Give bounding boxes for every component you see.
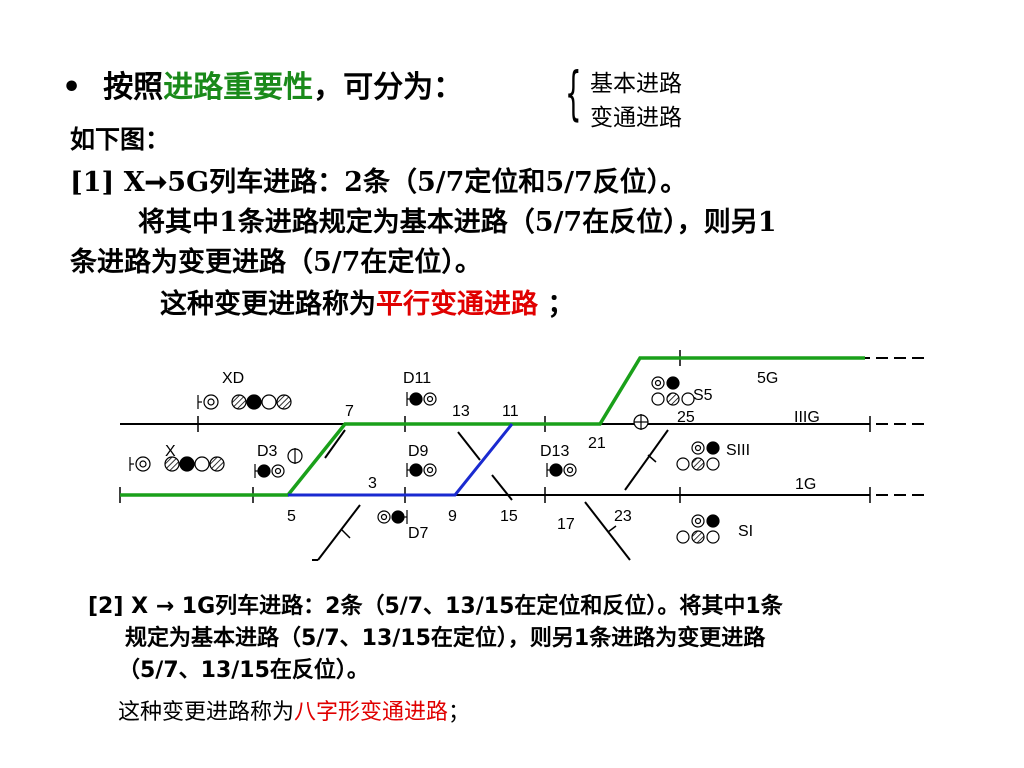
signal-d3-icon (254, 448, 303, 478)
para1-line4: 这种变更进路称为平行变通进路 ； (160, 282, 574, 321)
label-signal-xd: XD (222, 370, 244, 387)
signal-siii-icon (676, 441, 720, 471)
label-switch-7: 7 (345, 403, 354, 420)
para1-line3: 条进路为变更进路（5/7在定位）。 (70, 247, 482, 278)
label-switch-11: 11 (502, 403, 519, 420)
heading-line: • 按照进路重要性，可分为： (62, 62, 463, 106)
label-switch-9: 9 (448, 508, 457, 525)
para2-line2: 规定为基本进路（5/7、13/15在定位），则另1条进路为变更进路 (125, 626, 766, 651)
label-signal-siii: SIII (726, 442, 750, 459)
label-switch-5: 5 (287, 508, 296, 525)
label-switch-13: 13 (452, 403, 470, 420)
option-basic-route: 基本进路 (590, 71, 682, 97)
para1-line4-prefix: 这种变更进路称为 (160, 289, 376, 320)
para1-line4-suffix: ； (538, 289, 575, 320)
label-switch-17: 17 (557, 516, 575, 533)
label-switch-3: 3 (368, 475, 377, 492)
label-signal-d3: D3 (257, 443, 278, 460)
label-signal-x: X (165, 443, 176, 460)
para1-line1: [1] X➞5G列车进路：2条（5/7定位和5/7反位）。 (70, 167, 688, 198)
heading-keyword: 进路重要性 (163, 70, 314, 105)
para1-line4-keyword: 平行变通进路 (376, 289, 538, 320)
signal-si-icon (676, 514, 720, 544)
para1-intro: 如下图： (70, 125, 171, 154)
label-signal-s5: S5 (693, 387, 713, 404)
para2-line4-prefix: 这种变更进路称为 (118, 700, 295, 725)
label-signal-si: SI (738, 523, 753, 540)
para2-line4-suffix: ； (448, 700, 471, 725)
para2-line4: 这种变更进路称为八字形变通进路； (118, 694, 470, 726)
para2-line3: （5/7、13/15在反位）。 (118, 658, 369, 683)
signal-d7-icon (377, 510, 408, 524)
signal-s5-icon (633, 376, 695, 430)
para1-line2: 将其中1条进路规定为基本进路（5/7在反位），则另1 (138, 207, 777, 238)
label-signal-d9: D9 (408, 443, 429, 460)
para2-line1: [2] X → 1G列车进路：2条（5/7、13/15在定位和反位）。将其中1条 (88, 594, 783, 619)
label-track-iiig: IIIG (794, 409, 820, 426)
label-switch-15: 15 (500, 508, 518, 525)
blue-route-line (288, 423, 514, 497)
label-track-5g: 5G (757, 370, 778, 387)
label-signal-d7: D7 (408, 525, 429, 542)
label-signal-d11: D11 (403, 370, 431, 387)
para2-line4-keyword: 八字形变通进路 (294, 700, 449, 725)
track-diagram: XD X D3 D11 D9 D7 D13 S5 SIII SI 5G IIIG… (119, 350, 930, 561)
option-alternate-route: 变通进路 (590, 105, 682, 131)
label-signal-d13: D13 (540, 443, 569, 460)
label-switch-21: 21 (588, 435, 606, 452)
signal-xd-icon (197, 394, 292, 410)
black-tracks (120, 357, 930, 561)
signal-d13-icon (546, 463, 577, 477)
signal-d9-icon (406, 463, 437, 477)
signal-x-icon (129, 456, 225, 472)
label-switch-25: 25 (677, 409, 695, 426)
brace-symbol: { (565, 59, 582, 127)
heading-prefix: 按照 (103, 70, 164, 105)
label-switch-23: 23 (614, 508, 632, 525)
green-route-line (120, 356, 865, 497)
signal-d11-icon (406, 392, 437, 406)
heading-suffix: ，可分为： (313, 70, 464, 105)
label-track-1g: 1G (795, 476, 816, 493)
bullet-marker: • (62, 70, 82, 105)
